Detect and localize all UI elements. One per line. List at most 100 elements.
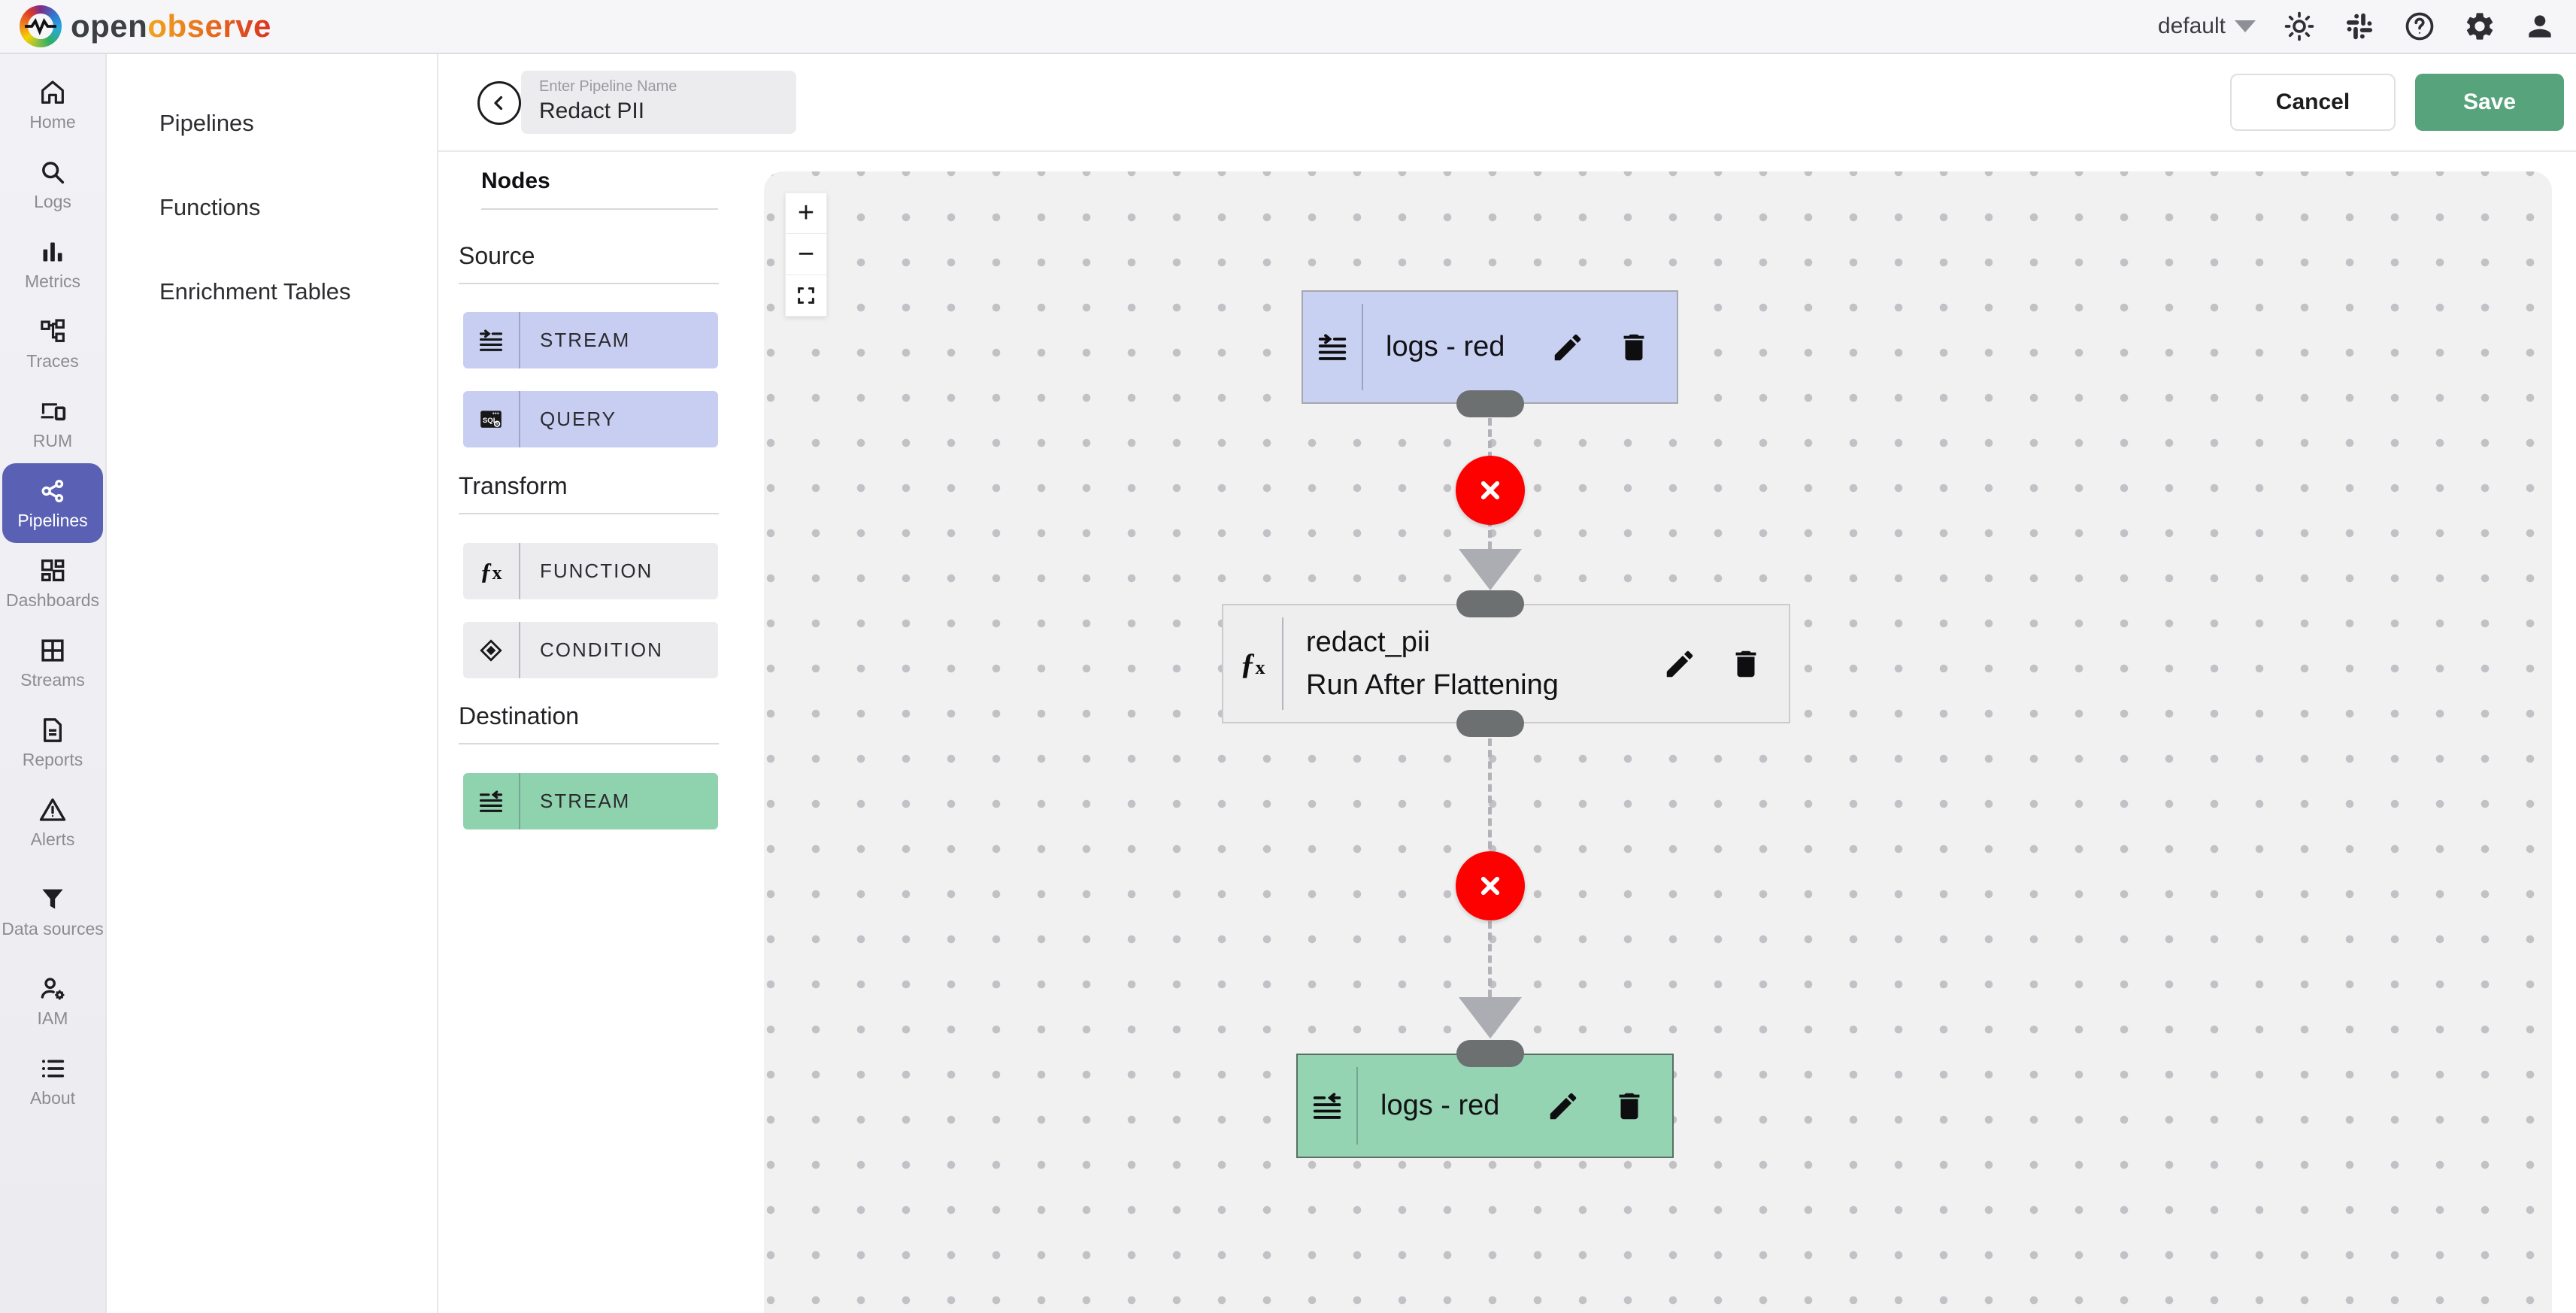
sidebar-item-metrics[interactable]: Metrics: [0, 224, 105, 304]
node-title: logs - red: [1380, 1090, 1500, 1121]
function-icon: ƒx: [463, 543, 520, 599]
warning-icon: [39, 798, 66, 821]
close-icon: [1480, 876, 1500, 896]
dashboard-icon: [41, 559, 65, 581]
pipeline-name-value: Redact PII: [539, 99, 645, 123]
svg-text:SQL: SQL: [483, 417, 498, 425]
palette-button-label: STREAM: [540, 329, 631, 351]
back-button[interactable]: [477, 81, 521, 125]
palette-stream-destination-button[interactable]: STREAM: [463, 773, 718, 829]
node-destination-stream[interactable]: logs - red: [1296, 1054, 1674, 1158]
save-button[interactable]: Save: [2415, 74, 2564, 131]
connection-handle-function-top[interactable]: [1456, 590, 1524, 617]
sidebar-item-label: About: [29, 1087, 76, 1108]
org-selector[interactable]: default: [2158, 14, 2256, 39]
document-icon: [44, 717, 62, 742]
pipeline-name-input[interactable]: Enter Pipeline Name Redact PII: [521, 71, 796, 134]
settings-icon[interactable]: [2463, 10, 2496, 43]
devices-icon: [41, 402, 66, 420]
fit-view-button[interactable]: [785, 275, 827, 317]
connection-handle-source-bottom[interactable]: [1456, 390, 1524, 417]
help-icon[interactable]: [2403, 10, 2436, 43]
sidebar-item-label: Pipelines: [17, 510, 88, 530]
zoom-out-button[interactable]: −: [785, 234, 827, 275]
pipeline-name-label: Enter Pipeline Name: [539, 78, 677, 95]
delete-icon[interactable]: [1729, 647, 1763, 681]
chevron-left-icon: [494, 96, 503, 111]
sidebar-item-traces[interactable]: Traces: [0, 304, 105, 384]
slack-icon[interactable]: [2343, 10, 2376, 43]
list-icon: [42, 1059, 65, 1078]
delete-edge-button[interactable]: [1456, 851, 1525, 920]
sidebar-item-data-sources[interactable]: Data sources: [0, 862, 105, 961]
sidebar-item-label: Alerts: [30, 829, 75, 849]
pipeline-canvas[interactable]: + − logs - red: [764, 171, 2552, 1313]
pipeline-editor: Enter Pipeline Name Redact PII Cancel Sa…: [438, 54, 2576, 1313]
query-icon: SQL: [463, 391, 520, 447]
sidebar-item-label: Dashboards: [5, 590, 100, 610]
connection-handle-function-bottom[interactable]: [1456, 710, 1524, 737]
node-function-redact-pii[interactable]: ƒx redact_pii Run After Flattening: [1222, 604, 1790, 723]
sidebar-item-pipelines[interactable]: Pipelines: [2, 463, 103, 543]
palette-button-label: FUNCTION: [540, 559, 653, 582]
delete-icon[interactable]: [1617, 330, 1651, 365]
node-subtitle: Run After Flattening: [1306, 669, 1559, 701]
sidebar-item-reports[interactable]: Reports: [0, 702, 105, 782]
delete-icon[interactable]: [1612, 1089, 1647, 1123]
stream-output-icon: [1298, 1089, 1356, 1123]
divider: [459, 283, 719, 284]
cancel-button[interactable]: Cancel: [2230, 74, 2396, 131]
edge-arrowhead: [1459, 997, 1522, 1039]
subsidebar-item-pipelines[interactable]: Pipelines: [107, 81, 437, 165]
edge-arrowhead: [1459, 549, 1522, 590]
section-title-transform: Transform: [459, 472, 568, 499]
edit-icon[interactable]: [1550, 330, 1585, 365]
sidebar-item-rum[interactable]: RUM: [0, 384, 105, 463]
zoom-in-button[interactable]: +: [785, 193, 827, 234]
bar-chart-icon: [43, 242, 62, 262]
connection-handle-destination-top[interactable]: [1456, 1040, 1524, 1067]
canvas-zoom-controls: + −: [785, 193, 827, 317]
header-divider: [438, 150, 2576, 152]
section-title-source: Source: [459, 242, 535, 269]
profile-icon[interactable]: [2523, 10, 2556, 43]
sidebar-item-alerts[interactable]: Alerts: [0, 782, 105, 862]
stream-output-icon: [463, 773, 520, 829]
subsidebar-item-functions[interactable]: Functions: [107, 165, 437, 250]
openobserve-logo[interactable]: openobserve: [20, 5, 271, 47]
sidebar-item-label: IAM: [37, 1008, 68, 1028]
grid-icon: [41, 639, 64, 662]
search-icon: [42, 161, 65, 183]
divider: [459, 513, 719, 514]
divider: [481, 208, 718, 210]
subsidebar-item-enrichment-tables[interactable]: Enrichment Tables: [107, 250, 437, 334]
sidebar-item-home[interactable]: Home: [0, 65, 105, 144]
sidebar-item-logs[interactable]: Logs: [0, 144, 105, 224]
palette-button-label: STREAM: [540, 790, 631, 812]
tree-icon: [41, 319, 65, 342]
palette-stream-source-button[interactable]: STREAM: [463, 312, 718, 368]
sidebar-item-about[interactable]: About: [0, 1041, 105, 1120]
plus-icon: +: [797, 197, 815, 229]
sidebar-item-label: Logs: [34, 191, 71, 211]
stream-input-icon: [1303, 330, 1362, 365]
sidebar-item-label: Metrics: [24, 271, 81, 291]
share-icon: [41, 479, 64, 502]
node-source-stream[interactable]: logs - red: [1302, 290, 1678, 404]
subsidebar-item-label: Enrichment Tables: [159, 278, 351, 305]
condition-icon: [463, 622, 520, 678]
sidebar-item-streams[interactable]: Streams: [0, 623, 105, 702]
theme-light-icon[interactable]: [2283, 10, 2316, 43]
fullscreen-icon: [798, 287, 814, 304]
funnel-icon: [42, 889, 63, 909]
sidebar-item-label: RUM: [32, 430, 73, 450]
sidebar-item-label: Reports: [22, 749, 83, 769]
edit-icon[interactable]: [1546, 1089, 1580, 1123]
palette-query-source-button[interactable]: SQL QUERY: [463, 391, 718, 447]
palette-condition-button[interactable]: CONDITION: [463, 622, 718, 678]
edit-icon[interactable]: [1662, 647, 1697, 681]
sidebar-item-iam[interactable]: IAM: [0, 961, 105, 1041]
delete-edge-button[interactable]: [1456, 456, 1525, 525]
sidebar-item-dashboards[interactable]: Dashboards: [0, 543, 105, 623]
palette-function-button[interactable]: ƒx FUNCTION: [463, 543, 718, 599]
